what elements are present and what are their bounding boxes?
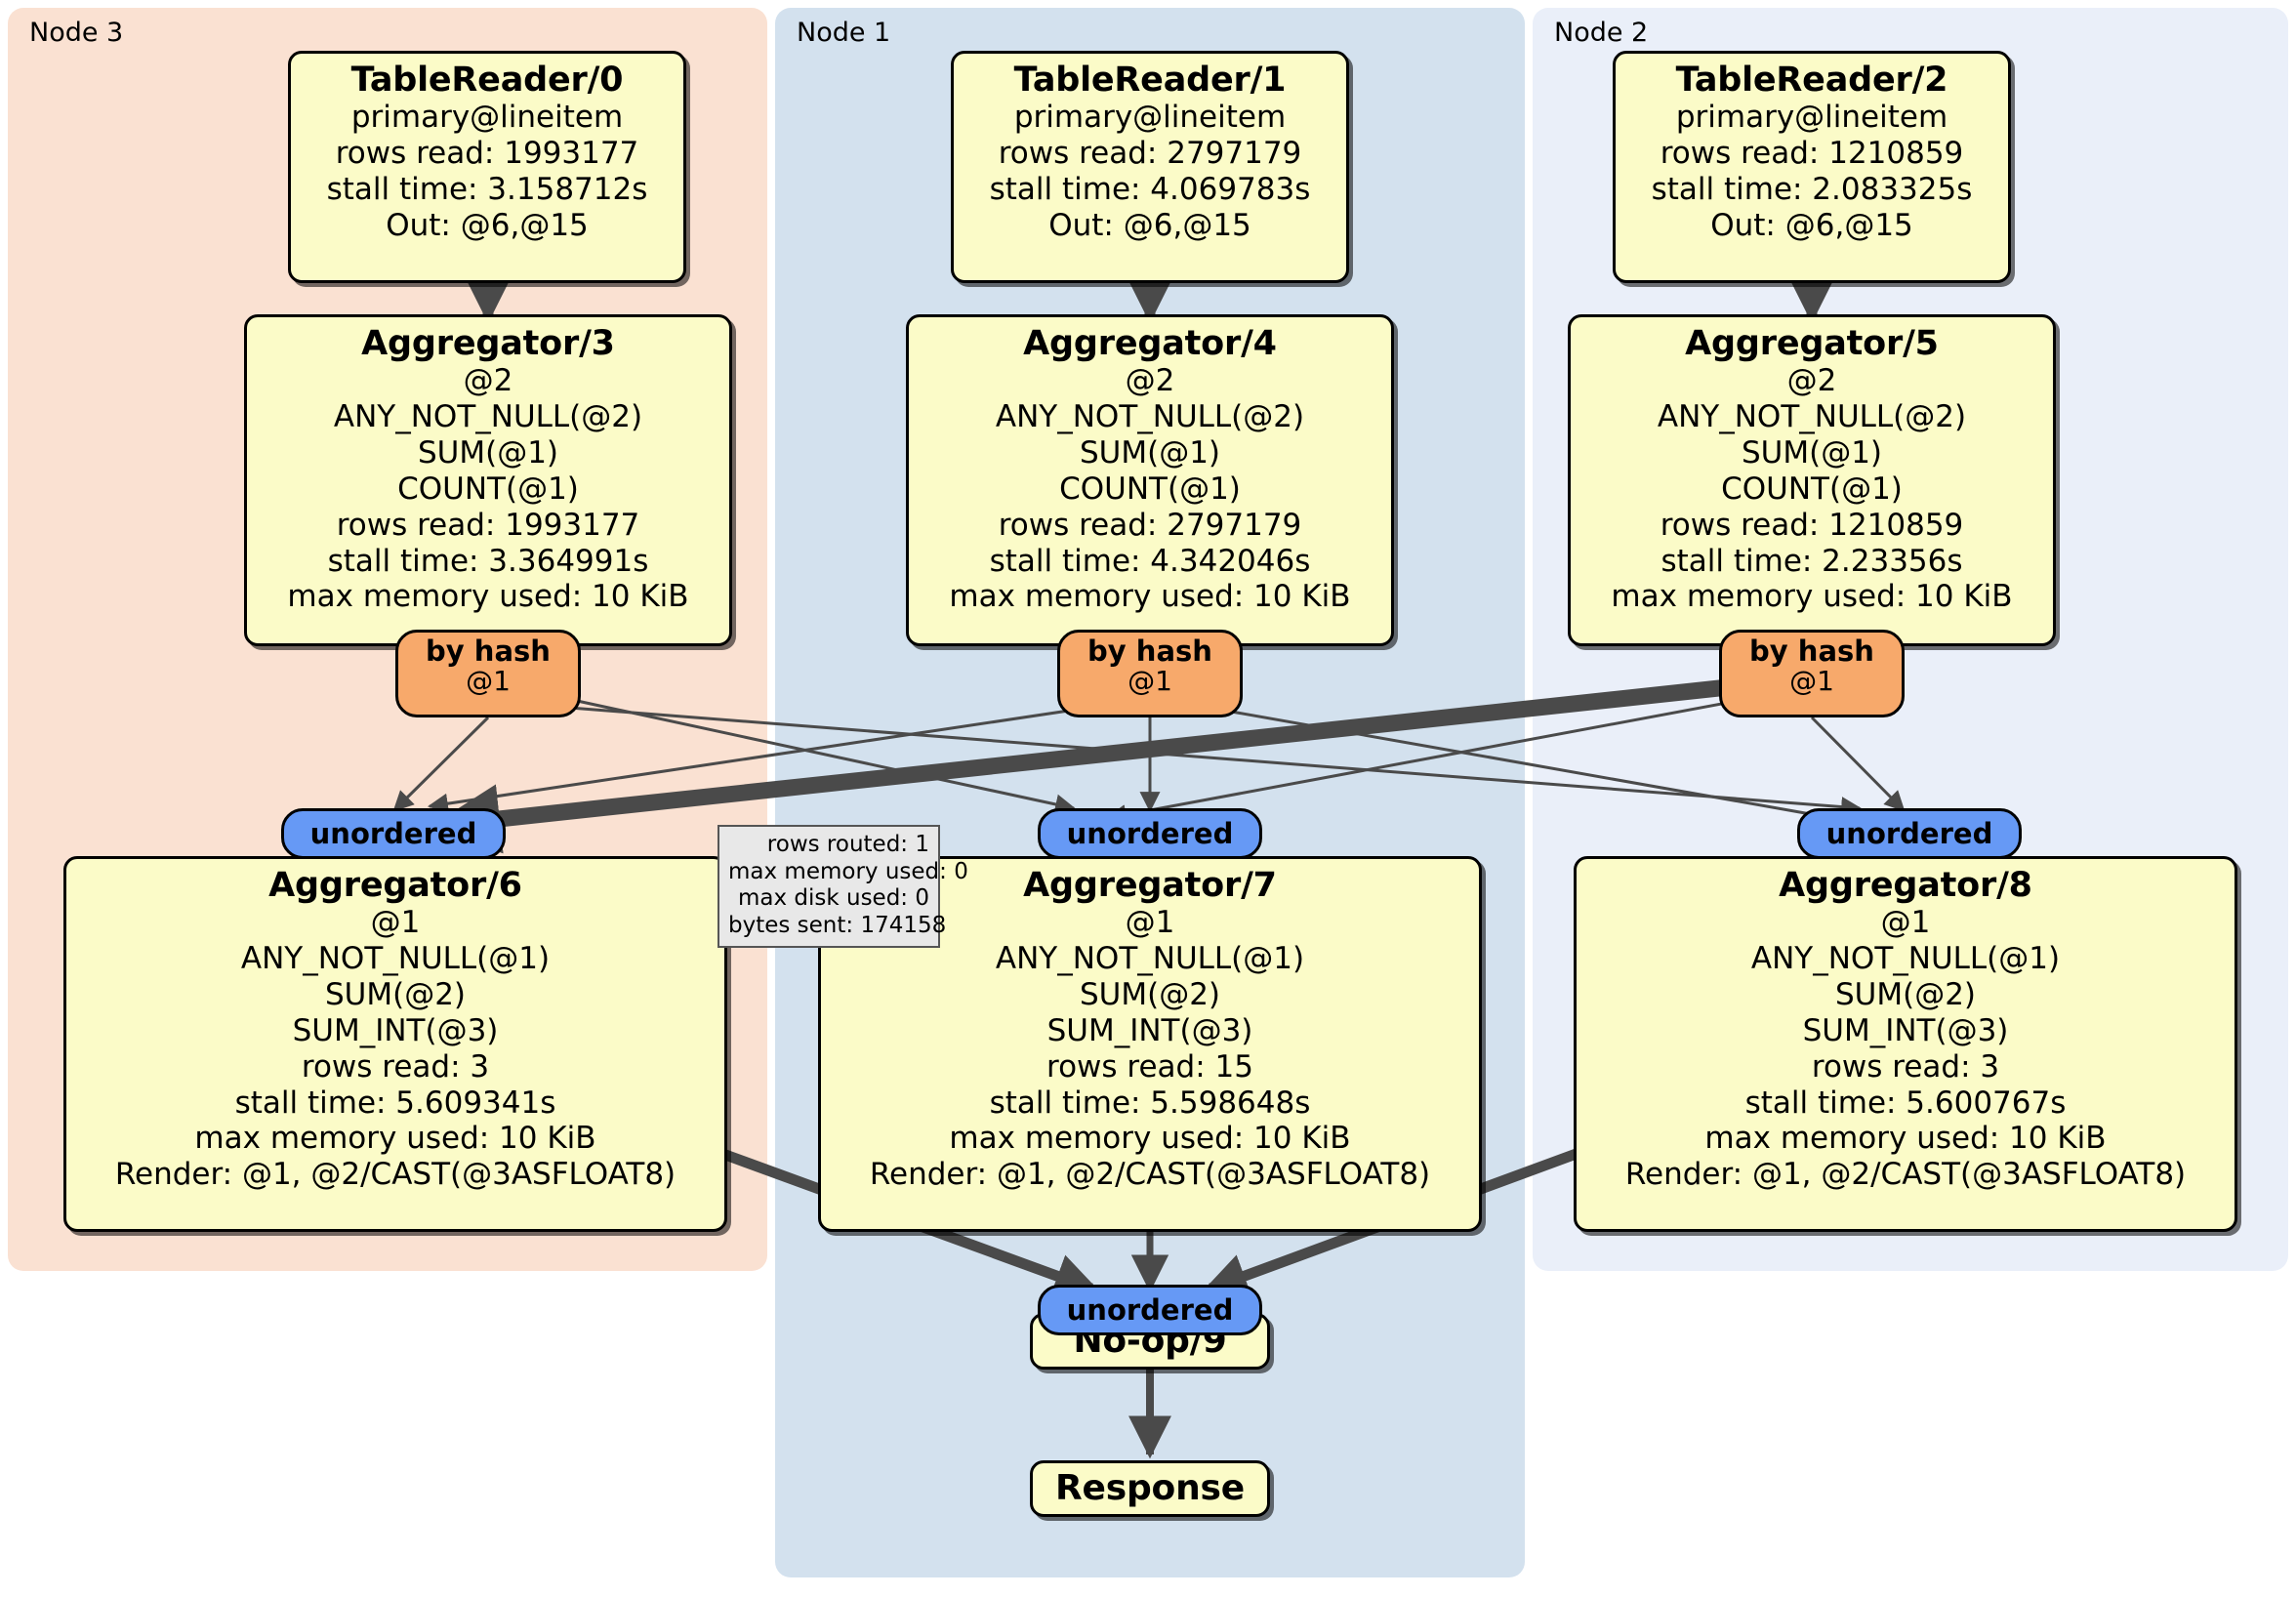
node-render: Render: @1, @2/CAST(@3ASFLOAT8) xyxy=(1624,1157,2187,1193)
node-rows-read: rows read: 1993177 xyxy=(335,136,639,172)
router-stats-tooltip: rows routed: 1 max memory used: 0 max di… xyxy=(718,825,968,949)
node-stall-time: stall time: 5.600767s xyxy=(1744,1085,2067,1121)
node-title: Aggregator/3 xyxy=(361,324,615,363)
node-out: Out: @6,@15 xyxy=(1048,207,1251,243)
node-max-memory: max memory used: 10 KiB xyxy=(949,1121,1351,1157)
node-max-memory: max memory used: 10 KiB xyxy=(287,579,689,615)
stats-max-memory: max memory used: 0 xyxy=(728,858,968,884)
node-agg-1: ANY_NOT_NULL(@1) xyxy=(1750,941,2061,977)
node-agg-2: SUM(@1) xyxy=(417,434,559,471)
node-title: Aggregator/6 xyxy=(268,866,522,905)
node-table: primary@lineitem xyxy=(1013,100,1287,136)
node-stall-time: stall time: 5.609341s xyxy=(234,1085,556,1121)
stats-bytes-sent: bytes sent: 174158 xyxy=(728,912,947,938)
node-stall-time: stall time: 2.083325s xyxy=(1651,171,1973,207)
node-group-col: @2 xyxy=(1125,363,1175,399)
router-title: by hash xyxy=(426,635,551,668)
node-title: TableReader/1 xyxy=(1013,61,1287,100)
node-title: Aggregator/7 xyxy=(1023,866,1277,905)
router-by-hash-node-3[interactable]: by hash @1 xyxy=(395,630,581,717)
node-agg-2: SUM(@2) xyxy=(1079,976,1221,1012)
node-rows-read: rows read: 1210859 xyxy=(1660,136,1964,172)
node-agg-1: ANY_NOT_NULL(@2) xyxy=(1657,399,1967,435)
node-stall-time: stall time: 2.23356s xyxy=(1660,543,1963,579)
router-by-hash-node-2[interactable]: by hash @1 xyxy=(1719,630,1905,717)
router-title: by hash xyxy=(1749,635,1874,668)
collector-unordered-node-1[interactable]: unordered xyxy=(1038,808,1262,859)
node-aggregator-3[interactable]: Aggregator/3 @2 ANY_NOT_NULL(@2) SUM(@1)… xyxy=(244,314,732,646)
router-column: @1 xyxy=(1789,665,1834,698)
router-column: @1 xyxy=(466,665,511,698)
node-agg-3: SUM_INT(@3) xyxy=(1046,1012,1253,1048)
node-title: TableReader/2 xyxy=(1675,61,1948,100)
node-render: Render: @1, @2/CAST(@3ASFLOAT8) xyxy=(114,1157,676,1193)
node-rows-read: rows read: 2797179 xyxy=(998,507,1302,543)
collector-unordered-node-3[interactable]: unordered xyxy=(281,808,506,859)
cluster-label-node-3: Node 3 xyxy=(29,18,124,48)
node-group-col: @1 xyxy=(1125,905,1175,941)
node-tablereader-0[interactable]: TableReader/0 primary@lineitem rows read… xyxy=(288,51,686,283)
node-agg-2: SUM(@1) xyxy=(1741,434,1883,471)
node-agg-3: SUM_INT(@3) xyxy=(1802,1012,2009,1048)
node-agg-3: COUNT(@1) xyxy=(397,471,579,507)
node-agg-1: ANY_NOT_NULL(@2) xyxy=(995,399,1305,435)
node-group-col: @1 xyxy=(370,905,421,941)
node-title: Aggregator/4 xyxy=(1023,324,1277,363)
router-by-hash-node-1[interactable]: by hash @1 xyxy=(1057,630,1243,717)
collector-unordered-node-2[interactable]: unordered xyxy=(1797,808,2022,859)
node-rows-read: rows read: 3 xyxy=(301,1048,490,1085)
router-title: by hash xyxy=(1087,635,1212,668)
node-aggregator-4[interactable]: Aggregator/4 @2 ANY_NOT_NULL(@2) SUM(@1)… xyxy=(906,314,1394,646)
node-agg-1: ANY_NOT_NULL(@2) xyxy=(333,399,643,435)
node-stall-time: stall time: 3.158712s xyxy=(326,171,648,207)
node-group-col: @2 xyxy=(1786,363,1837,399)
stats-rows-routed: rows routed: 1 xyxy=(766,832,929,857)
node-out: Out: @6,@15 xyxy=(1710,207,1913,243)
node-aggregator-6[interactable]: Aggregator/6 @1 ANY_NOT_NULL(@1) SUM(@2)… xyxy=(63,856,727,1232)
node-stall-time: stall time: 4.342046s xyxy=(989,543,1311,579)
node-rows-read: rows read: 2797179 xyxy=(998,136,1302,172)
node-stall-time: stall time: 3.364991s xyxy=(327,543,649,579)
node-agg-2: SUM(@2) xyxy=(324,976,467,1012)
node-stall-time: stall time: 5.598648s xyxy=(989,1085,1311,1121)
node-render: Render: @1, @2/CAST(@3ASFLOAT8) xyxy=(869,1157,1431,1193)
node-title: Aggregator/5 xyxy=(1685,324,1939,363)
node-agg-3: SUM_INT(@3) xyxy=(292,1012,499,1048)
node-aggregator-5[interactable]: Aggregator/5 @2 ANY_NOT_NULL(@2) SUM(@1)… xyxy=(1568,314,2056,646)
router-column: @1 xyxy=(1128,665,1172,698)
node-agg-3: COUNT(@1) xyxy=(1059,471,1241,507)
node-response[interactable]: Response xyxy=(1030,1460,1270,1517)
node-max-memory: max memory used: 10 KiB xyxy=(194,1121,596,1157)
node-out: Out: @6,@15 xyxy=(386,207,589,243)
node-tablereader-1[interactable]: TableReader/1 primary@lineitem rows read… xyxy=(951,51,1349,283)
node-agg-2: SUM(@2) xyxy=(1834,976,1977,1012)
node-group-col: @1 xyxy=(1880,905,1931,941)
node-agg-2: SUM(@1) xyxy=(1079,434,1221,471)
node-title: Aggregator/8 xyxy=(1779,866,2032,905)
node-aggregator-8[interactable]: Aggregator/8 @1 ANY_NOT_NULL(@1) SUM(@2)… xyxy=(1574,856,2237,1232)
node-agg-1: ANY_NOT_NULL(@1) xyxy=(240,941,551,977)
node-title: TableReader/0 xyxy=(350,61,624,100)
node-agg-1: ANY_NOT_NULL(@1) xyxy=(995,941,1305,977)
node-aggregator-7[interactable]: Aggregator/7 @1 ANY_NOT_NULL(@1) SUM(@2)… xyxy=(818,856,1482,1232)
node-group-col: @2 xyxy=(463,363,513,399)
node-table: primary@lineitem xyxy=(350,100,624,136)
node-title: Response xyxy=(1055,1468,1245,1508)
node-table: primary@lineitem xyxy=(1675,100,1948,136)
node-rows-read: rows read: 1210859 xyxy=(1660,507,1964,543)
node-tablereader-2[interactable]: TableReader/2 primary@lineitem rows read… xyxy=(1613,51,2011,283)
node-rows-read: rows read: 1993177 xyxy=(336,507,640,543)
collector-unordered-final[interactable]: unordered xyxy=(1038,1285,1262,1335)
node-rows-read: rows read: 15 xyxy=(1046,1048,1253,1085)
node-max-memory: max memory used: 10 KiB xyxy=(1704,1121,2107,1157)
node-agg-3: COUNT(@1) xyxy=(1721,471,1903,507)
node-rows-read: rows read: 3 xyxy=(1811,1048,2000,1085)
cluster-label-node-2: Node 2 xyxy=(1554,18,1649,48)
node-max-memory: max memory used: 10 KiB xyxy=(949,579,1351,615)
node-stall-time: stall time: 4.069783s xyxy=(989,171,1311,207)
stats-max-disk: max disk used: 0 xyxy=(737,885,929,912)
node-max-memory: max memory used: 10 KiB xyxy=(1611,579,2013,615)
cluster-label-node-1: Node 1 xyxy=(797,18,891,48)
